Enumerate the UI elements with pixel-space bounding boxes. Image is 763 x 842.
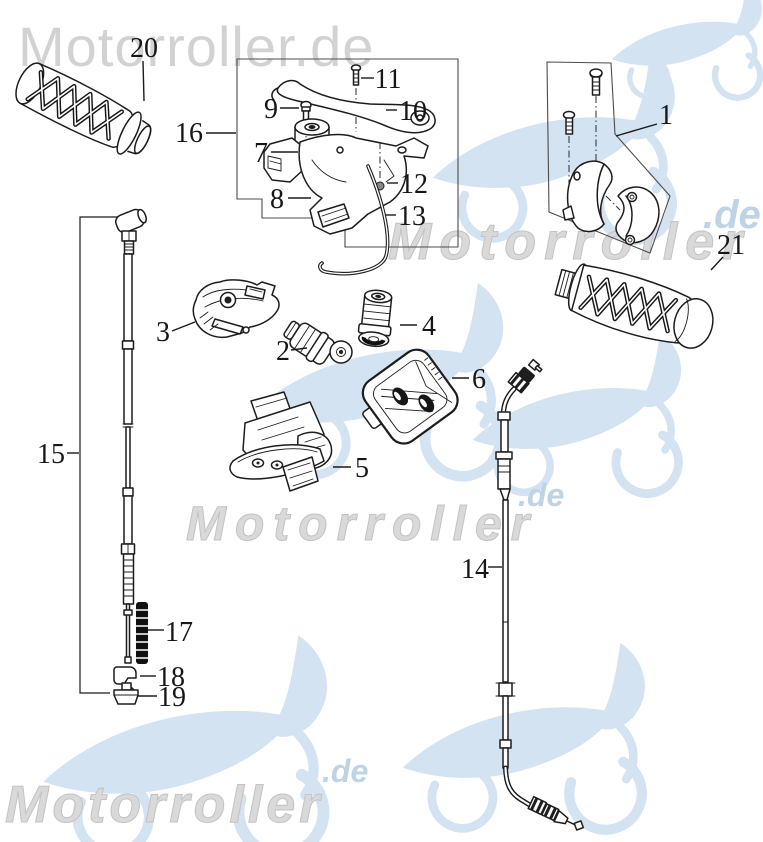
scooter-watermark-icon	[612, 0, 762, 98]
part-label-1: 1	[659, 100, 673, 131]
handlebar-clamp-box	[546, 61, 671, 254]
part-7-switch-housing	[263, 137, 304, 183]
part-1-clamp-halves	[562, 160, 660, 246]
part-label-13: 13	[398, 201, 426, 232]
watermark-right-de: .de	[703, 193, 761, 237]
part-3-switch-housing	[192, 279, 280, 339]
part-label-11: 11	[375, 64, 402, 95]
watermark-center: Motorroller	[186, 498, 538, 551]
part-label-5: 5	[355, 453, 369, 484]
part-label-8: 8	[270, 184, 284, 215]
part-label-3: 3	[156, 317, 170, 348]
part-label-2: 2	[276, 336, 290, 367]
watermark-right: Motorroller	[388, 213, 750, 271]
part-label-4: 4	[422, 311, 436, 342]
part-label-14: 14	[461, 554, 489, 585]
watermark-bottom: Motorroller	[5, 776, 323, 834]
watermark-top: Motorroller.de	[18, 15, 374, 78]
watermark-layer: Motorroller.de .de Motorroller .de Motor…	[5, 0, 762, 842]
leader-lines	[67, 60, 724, 697]
part-14-cable-assembly	[495, 358, 585, 831]
part-17-spring	[136, 602, 148, 664]
part-13-cable	[318, 164, 390, 276]
brake-lever-assembly-box	[236, 58, 459, 276]
part-6-switch-plate	[361, 348, 459, 445]
part-19-cap	[113, 682, 139, 705]
part-11-screw	[350, 64, 362, 132]
part-21-right-grip	[554, 263, 714, 349]
part-label-6: 6	[472, 364, 486, 395]
part-4-barrel-switch	[357, 289, 393, 348]
part-number-labels: 20 16 9 7 8 11 10 12 13 1 21 3 2 4 6 5 1…	[37, 33, 745, 713]
part-label-9: 9	[264, 94, 278, 125]
part-15-cable-assembly	[79, 208, 147, 694]
watermark-center-de: .de	[518, 477, 564, 513]
part-label-12: 12	[400, 169, 428, 200]
part-label-19: 19	[158, 682, 186, 713]
part-label-20: 20	[130, 33, 158, 64]
part-label-17: 17	[165, 617, 193, 648]
part-label-7: 7	[254, 138, 268, 169]
part-8-lever-bracket	[298, 133, 429, 235]
part-label-16: 16	[175, 118, 203, 149]
part-label-21: 21	[717, 230, 745, 261]
part-5-switch-assembly	[229, 391, 333, 492]
part-label-15: 15	[37, 439, 65, 470]
watermark-bottom-de: .de	[322, 753, 368, 789]
part-1-clamp-screw-a	[589, 68, 603, 165]
part-label-18: 18	[157, 662, 185, 693]
part-label-10: 10	[399, 96, 427, 127]
part-2-barrel-switch	[283, 320, 353, 365]
part-20-left-grip	[15, 62, 152, 155]
